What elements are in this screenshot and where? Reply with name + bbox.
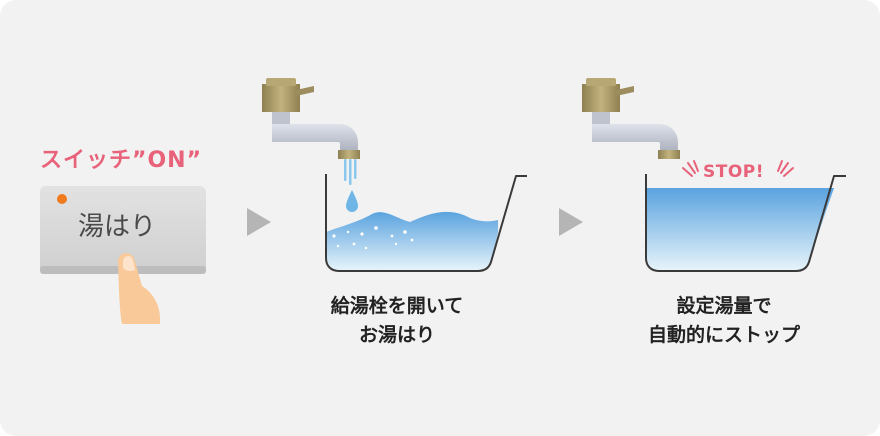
stop-burst-icon: [682, 160, 794, 177]
faucet-icon: [582, 78, 680, 159]
step3-stopped: [582, 78, 846, 272]
step3-caption-line1: 設定湯量で: [676, 295, 772, 317]
tub-water-full: [647, 188, 834, 270]
step2-filling: [262, 78, 527, 272]
bath-fill-button-label: 湯はり: [78, 212, 157, 242]
water-bubbles: [332, 226, 414, 250]
bathtub-icon: [325, 174, 527, 272]
fingernail: [123, 256, 135, 272]
step3-caption-line2: 自動的にストップ: [647, 324, 800, 346]
switch-on-title: スイッチ”ON”: [40, 148, 203, 173]
step2-caption: 給湯栓を開いて お湯はり: [267, 292, 527, 350]
bathtub-icon: [645, 174, 846, 272]
water-stream-icon: [344, 159, 357, 185]
step2-caption-line2: お湯はり: [358, 324, 435, 346]
led-indicator-icon: [57, 194, 67, 204]
arrow-right-icon: [559, 208, 583, 236]
water-drop-icon: [346, 190, 358, 212]
arrow-right-icon: [247, 208, 271, 236]
step3-caption: 設定湯量で 自動的にストップ: [594, 292, 854, 350]
step2-caption-line1: 給湯栓を開いて: [330, 295, 464, 317]
bath-fill-button: [40, 186, 206, 274]
faucet-icon: [262, 78, 360, 159]
stop-label: STOP!: [703, 162, 765, 182]
step1-switch: [40, 186, 206, 324]
